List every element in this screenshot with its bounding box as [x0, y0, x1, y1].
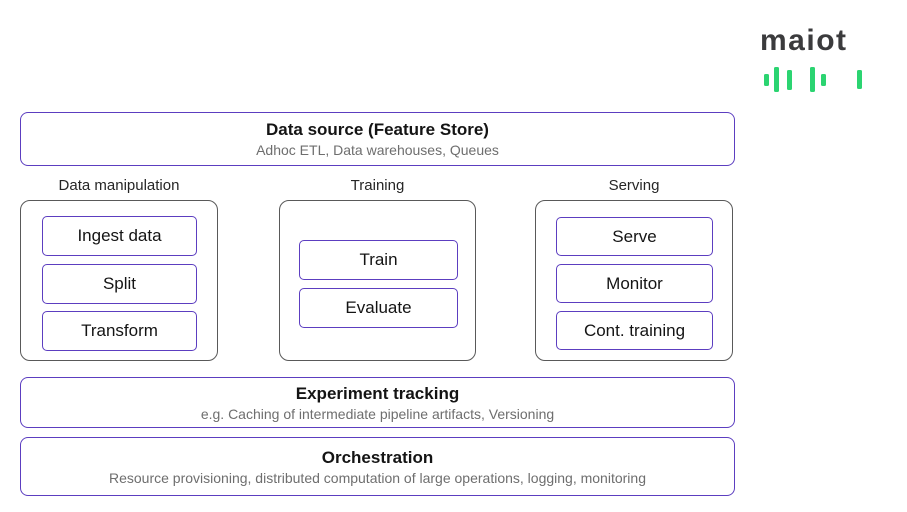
orchestration-title: Orchestration	[321, 447, 434, 467]
column-header-serving: Serving	[608, 177, 660, 194]
orchestration-subtitle: Resource provisioning, distributed compu…	[109, 469, 646, 486]
column-serving: Serve Monitor Cont. training	[535, 200, 733, 361]
orchestration-box: Orchestration Resource provisioning, dis…	[20, 437, 735, 496]
maiot-logo-text: maiot	[760, 24, 848, 57]
waveform-bar	[764, 73, 769, 86]
step-box-split: Split	[42, 264, 197, 304]
data-source-box: Data source (Feature Store) Adhoc ETL, D…	[20, 112, 735, 166]
waveform-bar	[774, 67, 779, 92]
step-box-ingest-data: Ingest data	[42, 216, 197, 256]
experiment-tracking-box: Experiment tracking e.g. Caching of inte…	[20, 377, 735, 428]
column-header-training: Training	[350, 177, 405, 194]
waveform-bar	[810, 67, 815, 92]
waveform-bar	[821, 73, 826, 86]
step-box-cont-training: Cont. training	[556, 311, 713, 350]
waveform-bar	[857, 70, 862, 89]
step-box-transform: Transform	[42, 311, 197, 351]
column-data-manipulation: Ingest data Split Transform	[20, 200, 218, 361]
experiment-tracking-subtitle: e.g. Caching of intermediate pipeline ar…	[200, 405, 555, 422]
column-training: Train Evaluate	[279, 200, 476, 361]
waveform-bar	[787, 69, 792, 90]
step-box-train: Train	[299, 240, 458, 280]
step-box-monitor: Monitor	[556, 264, 713, 303]
experiment-tracking-title: Experiment tracking	[295, 383, 460, 403]
data-source-subtitle: Adhoc ETL, Data warehouses, Queues	[256, 142, 499, 158]
step-box-serve: Serve	[556, 217, 713, 256]
column-header-data-manipulation: Data manipulation	[58, 177, 180, 194]
data-source-title: Data source (Feature Store)	[266, 120, 489, 139]
logo-waveform-icon	[764, 66, 874, 93]
step-box-evaluate: Evaluate	[299, 288, 458, 328]
